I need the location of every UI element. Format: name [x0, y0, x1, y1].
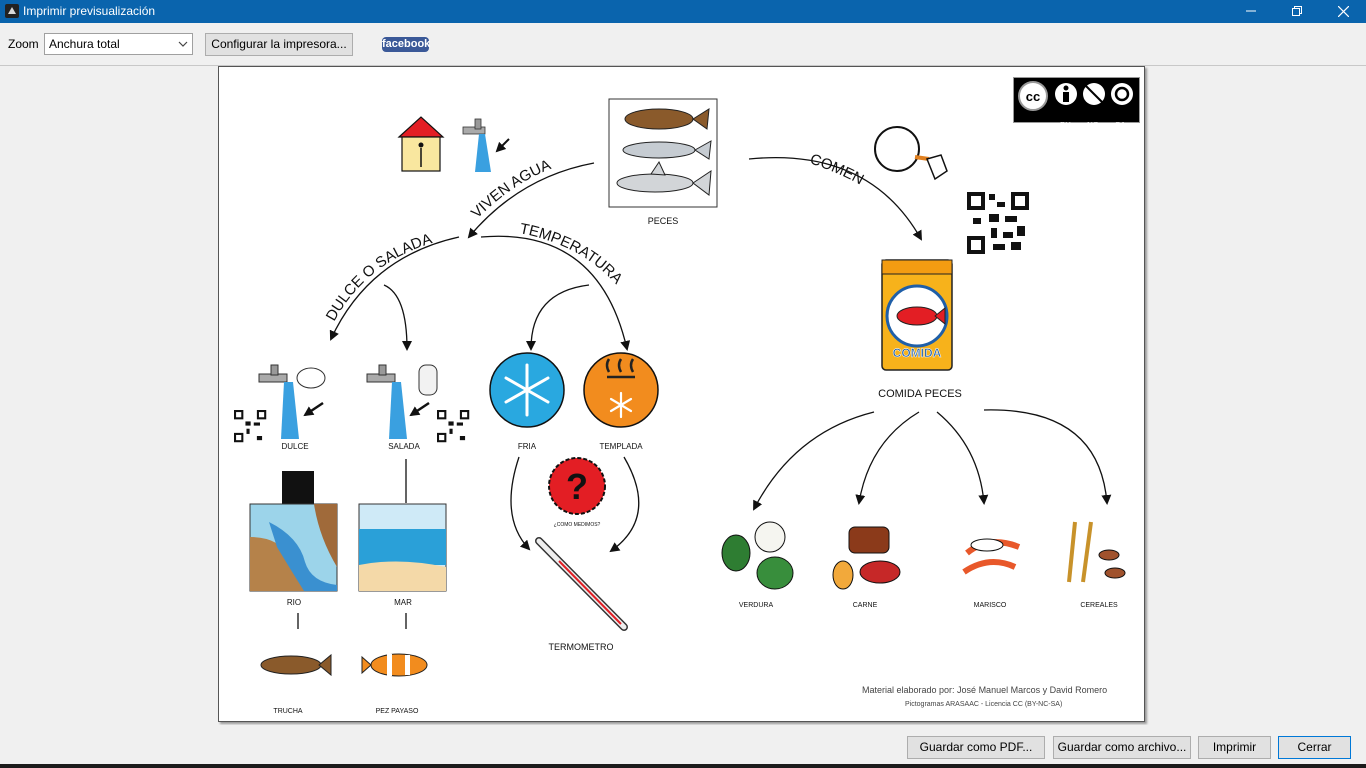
- fish-food-can-icon: COMIDA: [881, 259, 953, 371]
- cc-sa-label: SA: [1115, 121, 1126, 130]
- arrow-to-fria: [526, 284, 590, 351]
- label-rio: RIO: [286, 598, 302, 607]
- seafood-icon: [962, 538, 1021, 575]
- restore-icon: [1292, 6, 1302, 16]
- save-pdf-button[interactable]: Guardar como PDF...: [907, 736, 1045, 759]
- house-icon: [397, 116, 445, 172]
- close-button[interactable]: Cerrar: [1278, 736, 1351, 759]
- person-eating-icon: [874, 126, 948, 181]
- close-window-button[interactable]: [1320, 0, 1366, 23]
- bottom-button-bar: Guardar como PDF... Guardar como archivo…: [0, 725, 1366, 768]
- svg-text:?: ?: [566, 466, 588, 507]
- peces-fish-picture: [608, 98, 718, 208]
- cc-symbol: cc: [1026, 89, 1040, 104]
- svg-text:COMEN: COMEN: [808, 151, 867, 189]
- svg-text:DULCE O SALADA: DULCE O SALADA: [323, 230, 434, 324]
- label-carne: CARNE: [852, 602, 878, 609]
- arc-label-temperatura: TEMPERATURA: [518, 220, 626, 287]
- credits-license: Pictogramas ARASAAC - Licencia CC (BY-NC…: [905, 701, 1063, 708]
- label-templada: TEMPLADA: [599, 442, 643, 451]
- configure-printer-button[interactable]: Configurar la impresora...: [205, 33, 353, 56]
- title-bar: Imprimir previsualización: [0, 0, 1366, 23]
- arrow-to-temperatura: [480, 235, 631, 351]
- label-dulce: DULCE: [281, 442, 309, 451]
- credits-author: Material elaborado por: José Manuel Marc…: [862, 685, 1108, 695]
- label-verdura: VERDURA: [738, 602, 774, 609]
- arrow-fria-termometro: [510, 456, 531, 551]
- arrow-peces-water: [467, 162, 595, 239]
- arrow-to-salada: [383, 284, 412, 351]
- can-label: COMIDA: [893, 346, 942, 360]
- arc-label-comen: COMEN: [808, 151, 867, 189]
- app-icon: [5, 4, 19, 18]
- label-termometro: TERMOMETRO: [548, 642, 614, 652]
- cc-license-badge: cc BY NC SA: [1013, 77, 1140, 130]
- warm-heat-icon: [583, 352, 659, 428]
- connector-block: [282, 471, 314, 504]
- label-comida-peces: COMIDA PECES: [878, 388, 962, 400]
- meat-icon: [832, 526, 901, 590]
- taskbar-edge: [0, 764, 1366, 768]
- zoom-label: Zoom: [8, 37, 39, 51]
- vegetables-icon: [721, 521, 794, 590]
- qr-code-salada: [437, 410, 470, 443]
- label-como-medimos: ¿COMO MEDIMOS?: [553, 522, 601, 528]
- cold-snowflake-icon: [489, 352, 565, 428]
- label-pez-payaso: PEZ PAYASO: [375, 708, 419, 715]
- facebook-button[interactable]: facebook: [382, 37, 431, 52]
- question-icon: ?: [548, 457, 606, 515]
- arrow-to-carne: [855, 411, 920, 505]
- label-fria: FRIA: [517, 442, 537, 451]
- clownfish-icon: [361, 653, 428, 677]
- label-cereales: CEREALES: [1080, 602, 1118, 609]
- thermometer-icon: [535, 537, 628, 631]
- label-mar: MAR: [394, 598, 412, 607]
- zoom-select[interactable]: Anchura total: [44, 33, 193, 55]
- print-button[interactable]: Imprimir: [1198, 736, 1271, 759]
- arrow-templada-termometro: [609, 456, 640, 553]
- label-marisco: MARISCO: [973, 602, 1007, 609]
- arrow-to-cereales: [983, 409, 1112, 505]
- mind-map-diagram: VIVEN AGUA COMEN DULCE O SALADA TEMPERAT…: [234, 98, 1126, 677]
- arrow-to-marisco: [936, 411, 989, 505]
- cc-nc-label: NC: [1087, 121, 1099, 130]
- restore-button[interactable]: [1274, 0, 1320, 23]
- zoom-select-value: Anchura total: [49, 37, 120, 51]
- qr-code-dulce: [234, 410, 267, 443]
- fresh-water-tap-icon: [258, 364, 326, 439]
- arrow-peces-food: [748, 156, 922, 241]
- minimize-icon: [1246, 10, 1256, 12]
- qr-code-food: [967, 192, 1029, 254]
- arrow-to-verdura: [753, 411, 875, 511]
- window-title: Imprimir previsualización: [23, 4, 156, 18]
- trout-fish-icon: [260, 653, 332, 677]
- sea-picture: [358, 503, 447, 592]
- cc-license-icons: cc: [1018, 81, 1133, 111]
- cc-by-label: BY: [1060, 121, 1071, 130]
- river-picture: [249, 503, 338, 592]
- salt-water-tap-icon: [366, 364, 438, 439]
- arc-label-dulce-salada: DULCE O SALADA: [323, 230, 434, 324]
- cereals-icon: [1067, 521, 1126, 583]
- label-salada: SALADA: [388, 442, 420, 451]
- label-peces: PECES: [647, 216, 679, 226]
- svg-text:TEMPERATURA: TEMPERATURA: [518, 220, 626, 287]
- print-preview-page: VIVEN AGUA COMEN DULCE O SALADA TEMPERAT…: [218, 66, 1145, 722]
- close-icon: [1337, 5, 1349, 18]
- save-file-button[interactable]: Guardar como archivo...: [1053, 736, 1191, 759]
- label-trucha: TRUCHA: [273, 708, 303, 715]
- arrow-to-dulce: [329, 236, 460, 341]
- chevron-down-icon: [178, 41, 188, 47]
- tap-icon: [462, 118, 510, 172]
- toolbar: Zoom Anchura total Configurar la impreso…: [0, 23, 1366, 66]
- minimize-button[interactable]: [1228, 0, 1274, 23]
